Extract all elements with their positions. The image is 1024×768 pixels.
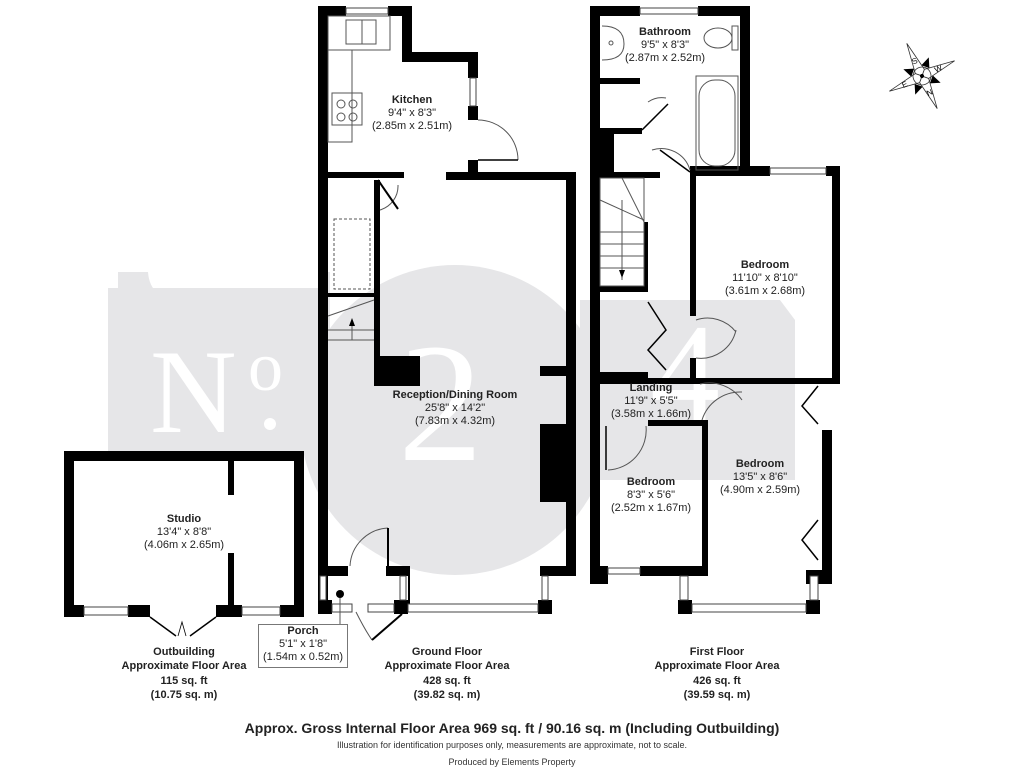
room-name: Porch [287, 625, 319, 637]
disclaimer: Illustration for identification purposes… [336, 740, 687, 750]
compass-icon: S N E W [889, 43, 955, 109]
room-imperial: 11'10" x 8'10" [732, 272, 798, 285]
room-metric: (4.90m x 2.59m) [719, 484, 801, 497]
watermark-text: N o 2 4 [150, 296, 720, 497]
room-metric: (7.83m x 4.32m) [414, 415, 496, 428]
room-label-bedroom-rear: Bedroom 11'10" x 8'10" (3.61m x 2.68m) [725, 259, 805, 299]
producer-credit: Produced by Elements Property [448, 757, 576, 767]
room-metric: (3.58m x 1.66m) [610, 408, 692, 421]
floor-title: First Floor [689, 646, 745, 658]
watermark-digit-2: 2 [398, 309, 483, 497]
room-label-reception: Reception/Dining Room 25'8" x 14'2" (7.8… [393, 389, 518, 429]
first-floor-fixtures [599, 25, 819, 561]
room-imperial: 25'8" x 14'2" [424, 402, 486, 415]
watermark-sup: o [248, 329, 283, 406]
room-name: Bedroom [735, 458, 785, 470]
watermark-digit-4: 4 [650, 296, 720, 451]
outbuilding-windows [83, 606, 281, 616]
room-name: Studio [166, 513, 202, 525]
room-label-porch: Porch 5'1" x 1'8" (1.54m x 0.52m) [258, 624, 348, 668]
floor-area-ground: Ground Floor Approximate Floor Area 428 … [385, 645, 510, 702]
first-floor-windows [607, 7, 827, 613]
room-metric: (2.52m x 1.67m) [610, 502, 692, 515]
ground-floor-walls [318, 6, 576, 614]
floor-subtitle: Approximate Floor Area [654, 660, 780, 673]
room-name: Bathroom [639, 26, 691, 38]
compass-s: S [910, 56, 919, 66]
floor-sqft: 428 sq. ft [423, 674, 471, 687]
room-name: Landing [629, 382, 673, 394]
compass-n: N [925, 87, 934, 98]
room-imperial: 9'5" x 8'3" [640, 39, 690, 52]
porch-marker-icon [336, 590, 344, 598]
gross-area-summary: Approx. Gross Internal Floor Area 969 sq… [244, 720, 780, 736]
stairs-arrow-icon [619, 270, 625, 278]
room-imperial: 5'1" x 1'8" [278, 638, 328, 651]
room-name: Reception/Dining Room [392, 389, 518, 401]
floor-title: Ground Floor [411, 646, 483, 658]
floor-title: Outbuilding [153, 646, 215, 658]
room-metric: (4.06m x 2.65m) [143, 539, 225, 552]
outbuilding-walls [64, 451, 304, 617]
room-name: Bedroom [626, 476, 676, 488]
floor-sqm: (10.75 sq. m) [150, 688, 218, 701]
floor-sqm: (39.82 sq. m) [413, 688, 481, 701]
room-metric: (2.85m x 2.51m) [371, 120, 453, 133]
stairs-arrow-icon [349, 318, 355, 326]
room-name: Bedroom [740, 259, 790, 271]
room-label-studio: Studio 13'4" x 8'8" (4.06m x 2.65m) [144, 513, 224, 553]
room-imperial: 13'4" x 8'8" [156, 526, 212, 539]
room-imperial: 11'9" x 5'5" [624, 395, 678, 408]
floor-sqft: 426 sq. ft [693, 674, 741, 687]
floor-area-first: First Floor Approximate Floor Area 426 s… [655, 645, 780, 702]
room-imperial: 13'5" x 8'6" [732, 471, 788, 484]
room-imperial: 9'4" x 8'3" [387, 107, 437, 120]
floor-sqm: (39.59 sq. m) [683, 688, 751, 701]
floor-subtitle: Approximate Floor Area [121, 660, 247, 673]
first-floor-walls [590, 6, 840, 614]
watermark-no: N [150, 325, 237, 458]
room-label-kitchen: Kitchen 9'4" x 8'3" (2.85m x 2.51m) [372, 94, 452, 134]
ground-floor-fixtures [327, 15, 519, 641]
floor-subtitle: Approximate Floor Area [384, 660, 510, 673]
ground-floor-windows [319, 7, 549, 613]
compass-w: W [933, 63, 944, 75]
room-label-landing: Landing 11'9" x 5'5" (3.58m x 1.66m) [611, 382, 691, 422]
room-metric: (2.87m x 2.52m) [624, 52, 706, 65]
room-imperial: 8'3" x 5'6" [626, 489, 676, 502]
outbuilding-doors [149, 616, 217, 637]
room-metric: (1.54m x 0.52m) [262, 651, 344, 664]
floor-area-outbuilding: Outbuilding Approximate Floor Area 115 s… [122, 645, 247, 702]
room-metric: (3.61m x 2.68m) [724, 285, 806, 298]
room-name: Kitchen [391, 94, 433, 106]
room-label-bedroom-small: Bedroom 8'3" x 5'6" (2.52m x 1.67m) [611, 476, 691, 516]
compass-e: E [900, 79, 909, 89]
floor-sqft: 115 sq. ft [160, 674, 208, 687]
room-label-bedroom-front: Bedroom 13'5" x 8'6" (4.90m x 2.59m) [720, 458, 800, 498]
room-label-bathroom: Bathroom 9'5" x 8'3" (2.87m x 2.52m) [625, 26, 705, 66]
